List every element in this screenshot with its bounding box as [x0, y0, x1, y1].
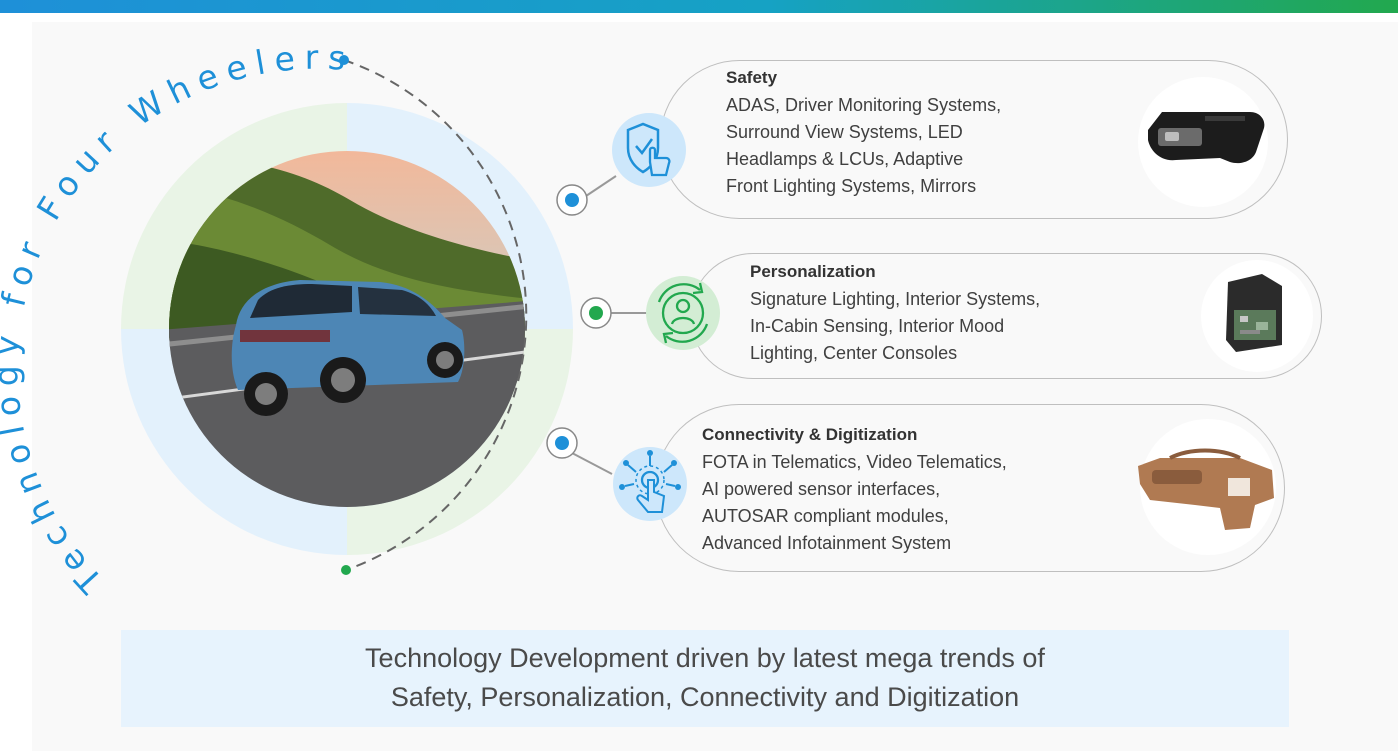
- card-personalization-title: Personalization: [750, 262, 876, 281]
- arc-start-dot: [339, 55, 349, 65]
- card-safety-text: Safety ADAS, Driver Monitoring Systems, …: [726, 68, 1001, 200]
- node-dot-safety: [556, 184, 588, 216]
- summary-banner: Technology Development driven by latest …: [121, 630, 1289, 727]
- card-personalization-desc: Signature Lighting, Interior Systems, In…: [750, 289, 1041, 363]
- node-dot-personalization: [580, 297, 612, 329]
- dashed-connector-arc: [343, 59, 528, 571]
- banner-line-1: Technology Development driven by latest …: [365, 643, 1045, 673]
- car-photo: [169, 151, 525, 507]
- card-connectivity-text: Connectivity & Digitization FOTA in Tele…: [702, 425, 1007, 557]
- connector-line-safety: [585, 175, 617, 197]
- top-gradient-bar: [0, 0, 1398, 13]
- card-connectivity-title: Connectivity & Digitization: [702, 425, 918, 444]
- banner-line-2: Safety, Personalization, Connectivity an…: [390, 682, 1020, 712]
- node-dot-connectivity: [546, 427, 578, 459]
- card-connectivity-desc: FOTA in Telematics, Video Telematics, AI…: [702, 452, 1007, 553]
- arc-end-dot: [341, 565, 351, 575]
- card-personalization-text: Personalization Signature Lighting, Inte…: [750, 262, 1040, 367]
- card-safety-title: Safety: [726, 68, 778, 87]
- card-safety-desc: ADAS, Driver Monitoring Systems, Surroun…: [726, 95, 1002, 196]
- connector-line-connectivity: [571, 452, 613, 475]
